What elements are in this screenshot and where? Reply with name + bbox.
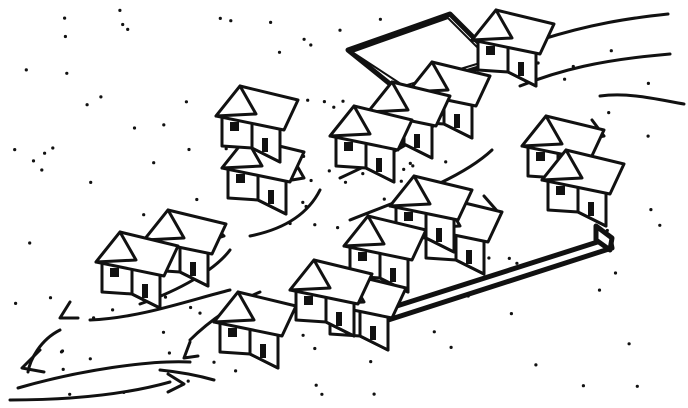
ground-dot bbox=[315, 384, 318, 387]
ground-dot bbox=[598, 289, 601, 292]
ground-dot bbox=[301, 201, 304, 204]
ground-dot bbox=[68, 393, 71, 396]
ground-dot bbox=[383, 198, 386, 201]
ground-dot bbox=[187, 380, 190, 383]
ground-dot bbox=[89, 357, 92, 360]
ground-dot bbox=[168, 351, 171, 354]
ground-dot bbox=[450, 346, 453, 349]
ground-dot bbox=[212, 361, 215, 364]
ground-dot bbox=[302, 334, 305, 337]
ground-dot bbox=[89, 181, 92, 184]
ground-dot bbox=[278, 51, 281, 54]
ground-dot bbox=[636, 385, 639, 388]
ground-dot bbox=[400, 180, 403, 183]
ground-dot bbox=[121, 23, 124, 26]
ground-dot bbox=[614, 271, 617, 274]
ground-dot bbox=[152, 161, 155, 164]
ground-dot bbox=[534, 363, 537, 366]
ground-dot bbox=[63, 17, 66, 20]
ground-dot bbox=[187, 148, 190, 151]
ground-dot bbox=[341, 100, 344, 103]
ground-dot bbox=[13, 148, 16, 151]
ground-dot bbox=[487, 256, 490, 259]
ground-dot bbox=[332, 106, 335, 109]
ground-dot bbox=[379, 18, 382, 21]
ground-dot bbox=[647, 82, 650, 85]
ground-dot bbox=[336, 226, 339, 229]
ground-dot bbox=[582, 384, 585, 387]
ground-dot bbox=[310, 179, 313, 182]
ground-dot bbox=[338, 29, 341, 32]
ground-dot bbox=[162, 123, 165, 126]
ground-dot bbox=[195, 198, 198, 201]
ground-dot bbox=[313, 347, 316, 350]
ground-dot bbox=[99, 95, 102, 98]
ground-dot bbox=[126, 28, 129, 31]
houses bbox=[96, 10, 624, 368]
ground-dot bbox=[649, 208, 652, 211]
ground-dot bbox=[610, 49, 613, 52]
ground-dot bbox=[49, 296, 52, 299]
ground-dot bbox=[162, 331, 165, 334]
ground-dot bbox=[563, 78, 566, 81]
ground-dot bbox=[133, 126, 136, 129]
ground-dot bbox=[323, 100, 326, 103]
ground-dot bbox=[219, 17, 222, 20]
ground-dot bbox=[303, 38, 306, 41]
ground-dot bbox=[28, 241, 31, 244]
ground-dot bbox=[60, 350, 63, 353]
ground-dot bbox=[344, 181, 347, 184]
ground-dot bbox=[65, 72, 68, 75]
ground-dot bbox=[306, 99, 309, 102]
ground-dot bbox=[309, 43, 312, 46]
ground-dot bbox=[40, 168, 43, 171]
ground-dot bbox=[444, 160, 447, 163]
ground-dot bbox=[64, 35, 67, 38]
ground-dot bbox=[515, 262, 518, 265]
ground-dot bbox=[198, 312, 201, 315]
ground-dot bbox=[185, 100, 188, 103]
ground-dot bbox=[313, 223, 316, 226]
ground-dot bbox=[25, 68, 28, 71]
ground-dot bbox=[62, 368, 65, 371]
ground-dot bbox=[409, 162, 412, 165]
ground-dot bbox=[402, 168, 405, 171]
ground-dot bbox=[142, 213, 145, 216]
ground-dot bbox=[14, 302, 17, 305]
ground-dot bbox=[320, 393, 323, 396]
ground-dot bbox=[411, 164, 414, 167]
ground-dot bbox=[433, 330, 436, 333]
ground-dot bbox=[328, 169, 331, 172]
ground-dot bbox=[118, 9, 121, 12]
ground-dot bbox=[361, 172, 364, 175]
ground-dot bbox=[508, 257, 511, 260]
ground-dot bbox=[628, 342, 631, 345]
ground-dot bbox=[51, 146, 54, 149]
ground-dot bbox=[658, 224, 661, 227]
ground-dot bbox=[607, 111, 610, 114]
ground-dot bbox=[32, 159, 35, 162]
ground-dot bbox=[269, 21, 272, 24]
ground-dot bbox=[510, 312, 513, 315]
ground-dot bbox=[189, 306, 192, 309]
ground-dot bbox=[647, 135, 650, 138]
ground-dot bbox=[373, 393, 376, 396]
ground-dot bbox=[111, 308, 114, 311]
ground-dot bbox=[86, 103, 89, 106]
ground-dot bbox=[229, 19, 232, 22]
ground-dot bbox=[369, 360, 372, 363]
ground-dot bbox=[43, 152, 46, 155]
ground-dot bbox=[234, 369, 237, 372]
